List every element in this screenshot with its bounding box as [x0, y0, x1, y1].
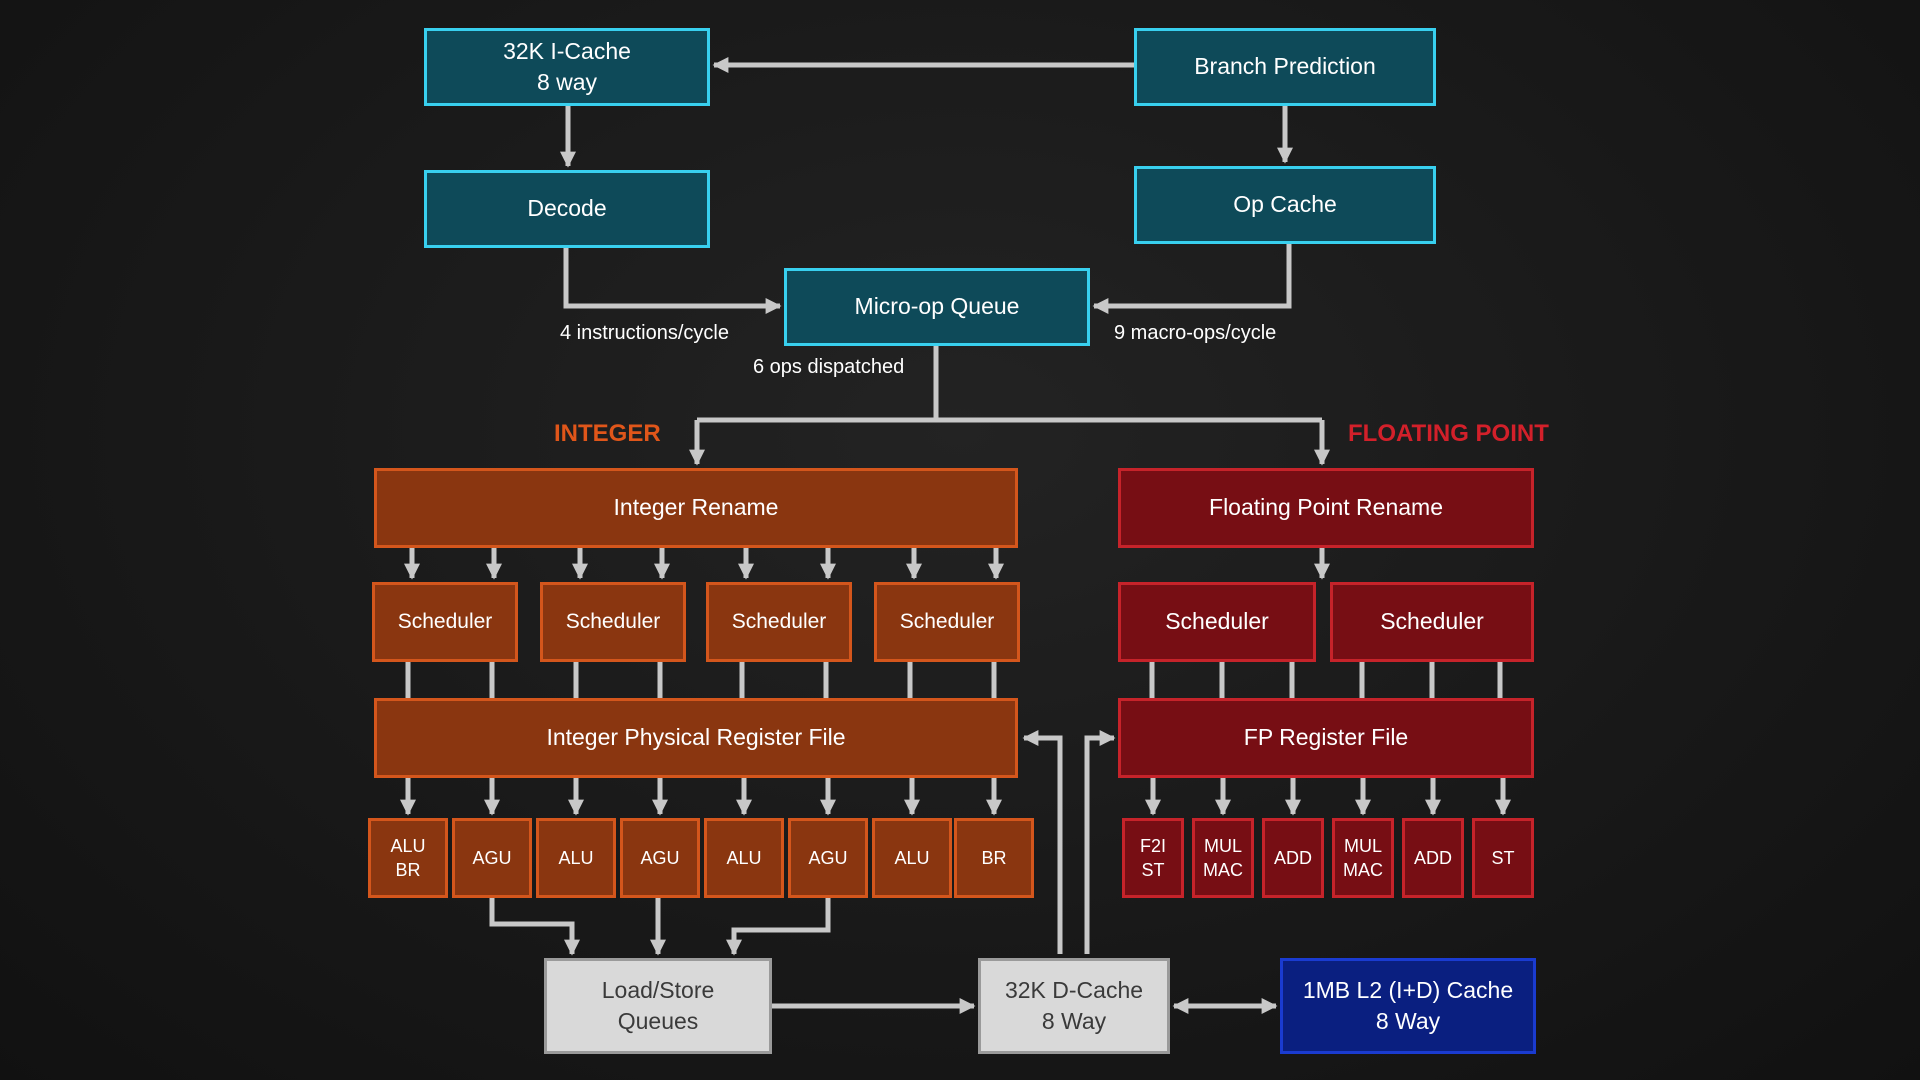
fp-unit-3-box: ADD — [1262, 818, 1324, 898]
fp-unit-4-label: MUL MAC — [1343, 835, 1383, 880]
integer-unit-4-label: AGU — [640, 847, 680, 868]
fp-unit-6-box: ST — [1472, 818, 1534, 898]
integer-scheduler-1-label: Scheduler — [397, 609, 493, 633]
arrow-5 — [1092, 244, 1292, 315]
integer-register-file-label: Integer Physical Register File — [546, 724, 846, 751]
integer-unit-4-box: AGU — [620, 818, 700, 898]
fp-unit-5-box: ADD — [1402, 818, 1464, 898]
micro-op-queue-label: Micro-op Queue — [854, 293, 1020, 320]
fp-register-file-box: FP Register File — [1118, 698, 1534, 778]
fp-scheduler-2-label: Scheduler — [1380, 608, 1484, 635]
arrow-4 — [563, 248, 782, 315]
op-cache-box: Op Cache — [1134, 166, 1436, 244]
arrow-51 — [1084, 729, 1116, 954]
integer-scheduler-2-label: Scheduler — [565, 609, 661, 633]
arrow-34 — [489, 898, 581, 956]
icache-box: 32K I-Cache 8 way — [424, 28, 710, 106]
opcache-rate-label: 9 macro-ops/cycle — [1114, 322, 1277, 344]
integer-unit-6-label: AGU — [808, 847, 848, 868]
integer-rename-box: Integer Rename — [374, 468, 1018, 548]
integer-unit-7-label: ALU — [894, 847, 930, 868]
op-cache-label: Op Cache — [1233, 191, 1337, 218]
integer-unit-1-label: ALU BR — [390, 835, 426, 880]
fp-unit-1-label: F2I ST — [1139, 835, 1166, 880]
integer-unit-7-box: ALU — [872, 818, 952, 898]
fp-register-file-label: FP Register File — [1243, 724, 1409, 751]
integer-section-title: INTEGER — [554, 420, 661, 447]
integer-unit-2-label: AGU — [472, 847, 512, 868]
fp-scheduler-2-box: Scheduler — [1330, 582, 1534, 662]
dispatch-label: 6 ops dispatched — [753, 356, 905, 378]
l2-cache-box: 1MB L2 (I+D) Cache 8 Way — [1280, 958, 1536, 1054]
integer-unit-8-box: BR — [954, 818, 1034, 898]
fp-unit-4-box: MUL MAC — [1332, 818, 1394, 898]
fp-unit-2-label: MUL MAC — [1203, 835, 1243, 880]
integer-rename-label: Integer Rename — [613, 494, 779, 521]
icache-label: 32K I-Cache 8 way — [503, 37, 631, 95]
branch-prediction-box: Branch Prediction — [1134, 28, 1436, 106]
decode-rate-label: 4 instructions/cycle — [560, 322, 729, 344]
fp-section-title: FLOATING POINT — [1348, 420, 1549, 447]
load-store-queues-box: Load/Store Queues — [544, 958, 772, 1054]
fp-scheduler-1-label: Scheduler — [1165, 608, 1269, 635]
decode-label: Decode — [527, 195, 607, 222]
integer-unit-1-box: ALU BR — [368, 818, 448, 898]
l2-cache-label: 1MB L2 (I+D) Cache 8 Way — [1302, 976, 1514, 1034]
micro-op-queue-box: Micro-op Queue — [784, 268, 1090, 346]
integer-unit-2-box: AGU — [452, 818, 532, 898]
arrow-36 — [725, 898, 831, 956]
dcache-box: 32K D-Cache 8 Way — [978, 958, 1170, 1054]
fp-unit-5-label: ADD — [1413, 847, 1452, 868]
integer-unit-3-label: ALU — [558, 847, 594, 868]
integer-unit-3-box: ALU — [536, 818, 616, 898]
integer-register-file-box: Integer Physical Register File — [374, 698, 1018, 778]
integer-unit-5-box: ALU — [704, 818, 784, 898]
integer-scheduler-3-box: Scheduler — [706, 582, 852, 662]
decode-box: Decode — [424, 170, 710, 248]
fp-unit-6-label: ST — [1491, 847, 1515, 868]
fp-unit-1-box: F2I ST — [1122, 818, 1184, 898]
integer-unit-5-label: ALU — [726, 847, 762, 868]
integer-scheduler-1-box: Scheduler — [372, 582, 518, 662]
integer-scheduler-4-label: Scheduler — [899, 609, 995, 633]
load-store-queues-label: Load/Store Queues — [601, 976, 715, 1034]
fp-rename-label: Floating Point Rename — [1209, 494, 1443, 521]
integer-scheduler-3-label: Scheduler — [731, 609, 827, 633]
fp-unit-3-label: ADD — [1273, 847, 1312, 868]
integer-unit-8-label: BR — [981, 847, 1007, 868]
dcache-label: 32K D-Cache 8 Way — [1004, 976, 1144, 1034]
integer-scheduler-2-box: Scheduler — [540, 582, 686, 662]
integer-scheduler-4-box: Scheduler — [874, 582, 1020, 662]
fp-rename-box: Floating Point Rename — [1118, 468, 1534, 548]
fp-scheduler-1-box: Scheduler — [1118, 582, 1316, 662]
arrow-50 — [1022, 729, 1063, 954]
fp-unit-2-box: MUL MAC — [1192, 818, 1254, 898]
branch-prediction-label: Branch Prediction — [1194, 53, 1376, 80]
integer-unit-6-box: AGU — [788, 818, 868, 898]
